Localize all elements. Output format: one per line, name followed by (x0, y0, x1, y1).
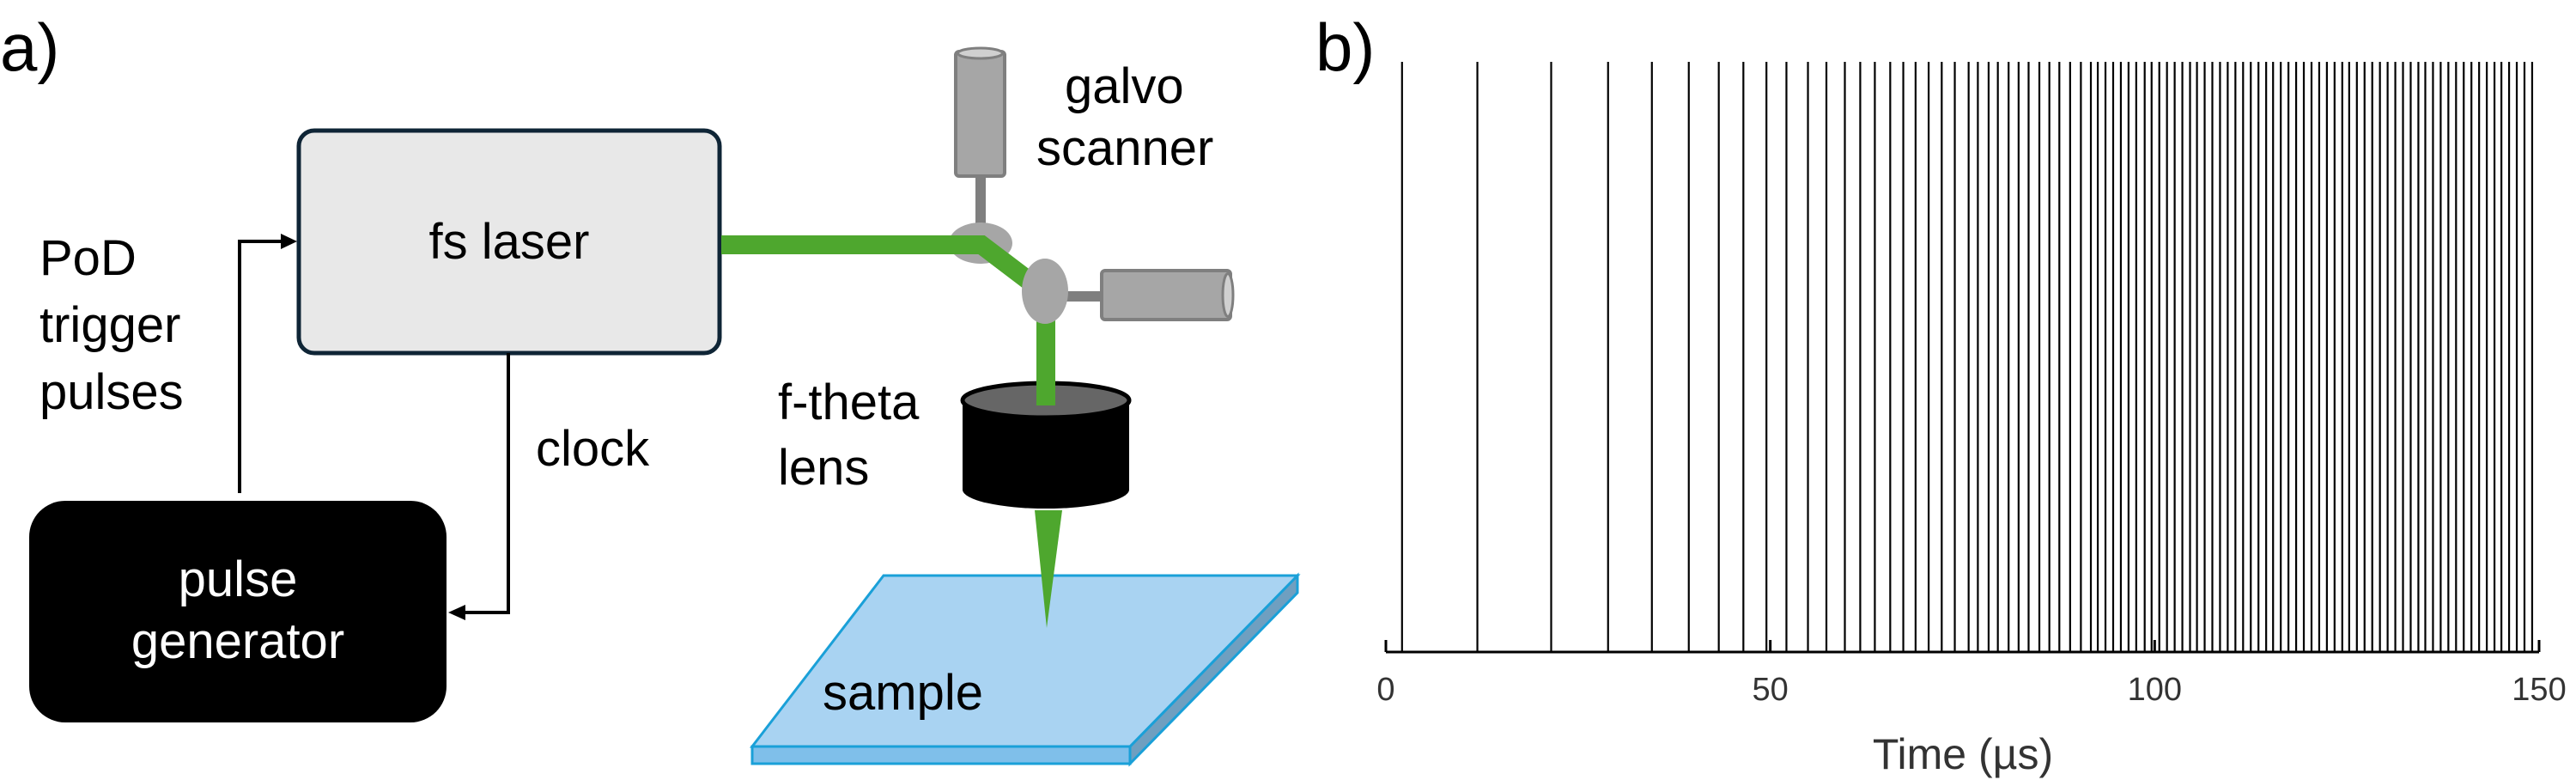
trigger-label-line3: pulses (39, 364, 184, 420)
pulse-lines (1400, 62, 2534, 652)
pulse-generator-label-line1: pulse (179, 551, 298, 607)
galvo-label-line1: galvo (1065, 58, 1184, 114)
trigger-arrowhead-icon (281, 234, 297, 249)
fs-laser-label: fs laser (429, 214, 590, 270)
x-tick-label: 50 (1753, 672, 1789, 708)
x-tick-label: 0 (1376, 672, 1394, 708)
clock-arrow-line (464, 353, 510, 614)
galvo-label-line2: scanner (1036, 120, 1213, 176)
laser-beam-reflected (945, 235, 1041, 293)
trigger-label-line2: trigger (39, 297, 180, 353)
sample-label: sample (823, 665, 983, 721)
clock-label: clock (536, 421, 650, 477)
x-tick-label: 100 (2128, 672, 2182, 708)
x-axis-label: Time (µs) (1873, 730, 2053, 778)
panel-b-label: b) (1315, 9, 1375, 85)
panel-b: b) 0 50 100 150 Time (µs) (1315, 9, 2567, 778)
f-theta-lens-icon (960, 378, 1132, 509)
panel-a-label: a) (0, 9, 59, 85)
trigger-arrow-line (238, 240, 283, 493)
x-tick-label: 150 (2512, 672, 2566, 708)
focused-beam-cone (1035, 510, 1062, 628)
lens-label-line1: f-theta (778, 375, 920, 430)
pulse-generator-label-line2: generator (131, 613, 344, 669)
trigger-label-line1: PoD (39, 230, 137, 286)
galvo-mirror-2-icon (1022, 259, 1068, 324)
pulse-generator-box (29, 501, 447, 722)
sample-slab-icon (749, 572, 1301, 767)
galvo-motor-x-icon (1065, 269, 1235, 321)
panel-a: a) fs laser pulse generator PoD trigger … (0, 9, 1301, 767)
clock-arrowhead-icon (448, 605, 465, 620)
x-ticks: 0 50 100 150 (1376, 640, 2567, 708)
lens-label-line2: lens (778, 440, 869, 496)
galvo-motor-y-icon (954, 46, 1006, 226)
